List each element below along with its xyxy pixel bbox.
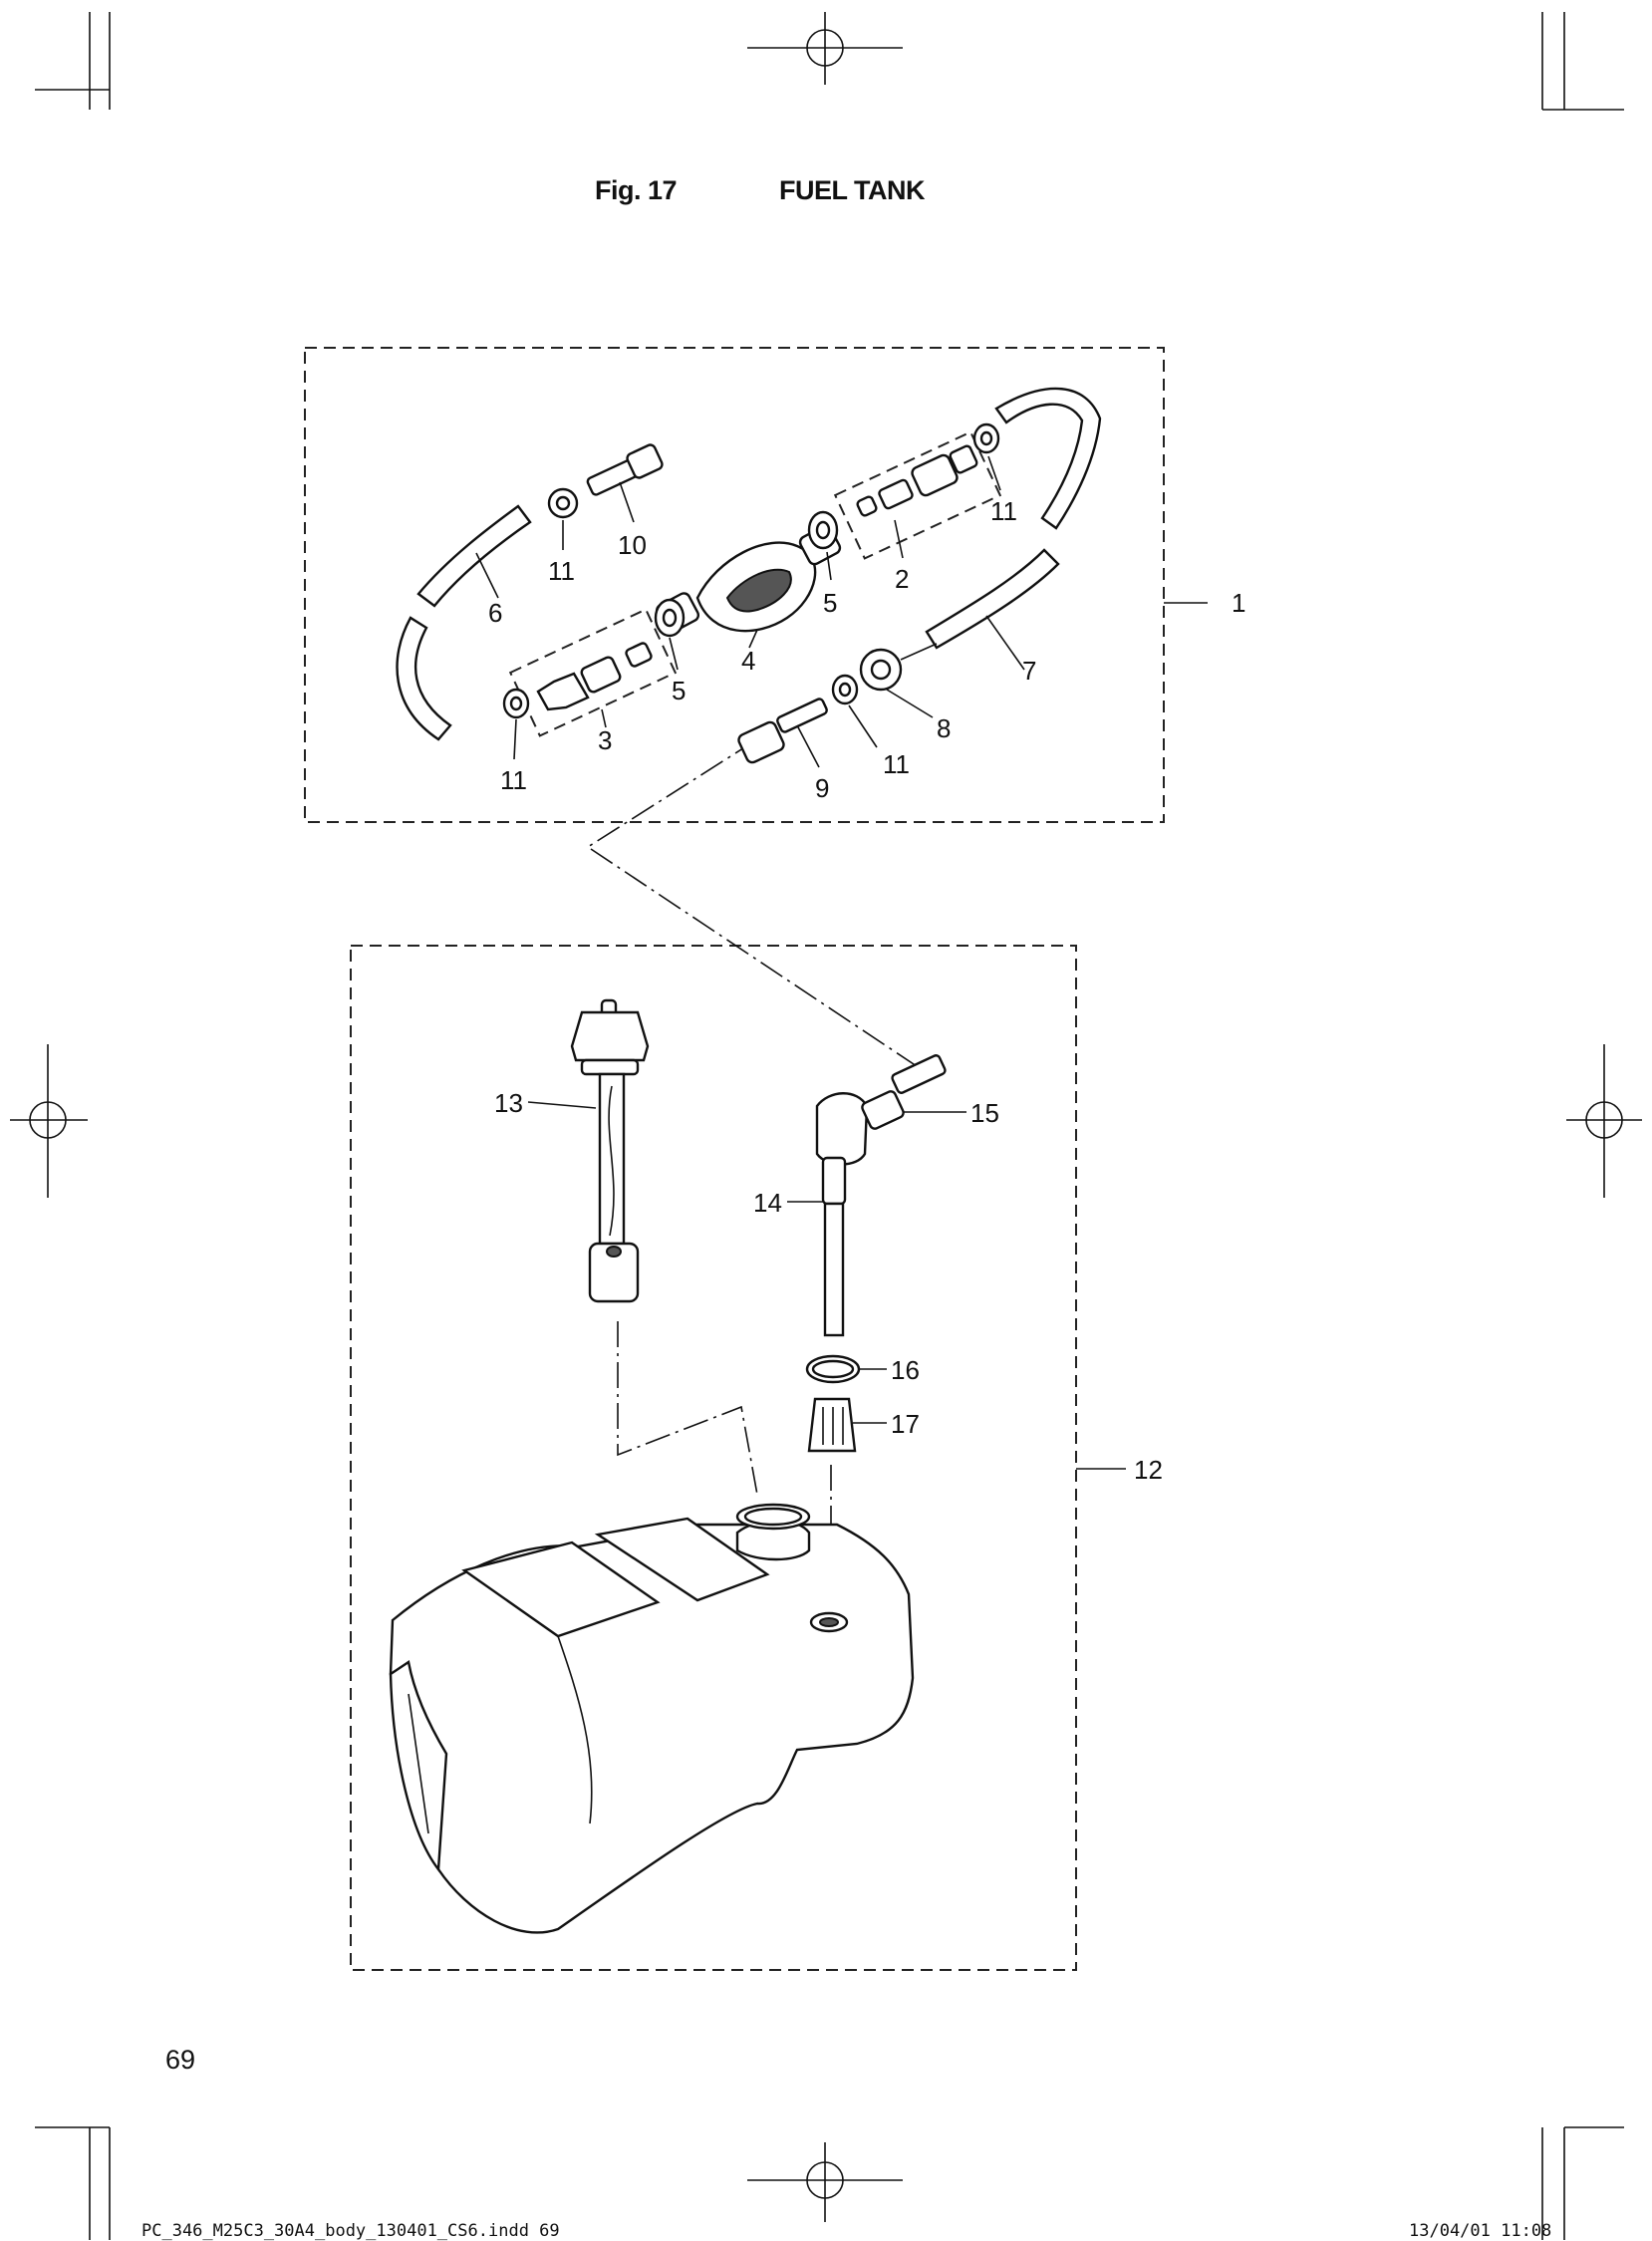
callout-15: 15: [970, 1098, 999, 1128]
hose-assembly-group-box: [304, 347, 1165, 823]
washer-5-left: [654, 598, 686, 638]
hose-6: [416, 504, 532, 608]
callout-10: 10: [618, 530, 647, 560]
fitting-10: [586, 443, 664, 496]
tank-assembly-group-box: [350, 945, 1077, 1971]
callout-17: 17: [891, 1409, 920, 1439]
callout-6: 6: [488, 598, 502, 628]
page-number: 69: [165, 2045, 196, 2075]
pickup-tube-14: [821, 1156, 847, 1337]
footer-filename: PC_346_M25C3_30A4_body_130401_CS6.indd 6…: [141, 2221, 560, 2241]
hose-7-lower: [925, 548, 1060, 650]
callout-11-c: 11: [990, 496, 1017, 526]
connector-2: [856, 444, 978, 517]
registration-crosshair-icon: [1566, 1044, 1642, 1198]
figure-number: Fig. 17: [595, 175, 678, 205]
crop-mark-icon: [35, 2126, 111, 2240]
connection-line: [586, 738, 918, 1067]
callout-14: 14: [753, 1188, 782, 1218]
connector-2-box: [833, 430, 1002, 560]
callout-3: 3: [598, 725, 612, 755]
fitting-9: [737, 698, 828, 764]
nut-11-d: [831, 674, 859, 705]
callout-7: 7: [1022, 656, 1036, 686]
registration-crosshair-icon: [747, 2142, 903, 2222]
connector-3: [536, 642, 653, 711]
callout-13: 13: [494, 1088, 523, 1118]
callout-11-b: 11: [500, 765, 527, 795]
callout-11-d: 11: [883, 749, 910, 779]
callout-9: 9: [815, 773, 829, 803]
elbow-fitting-15: [815, 1054, 947, 1166]
hose-6-lower: [396, 616, 452, 741]
crop-mark-icon: [1541, 2126, 1624, 2240]
crop-mark-icon: [1541, 12, 1624, 111]
callout-4: 4: [741, 646, 755, 676]
registration-crosshair-icon: [747, 12, 903, 85]
o-ring-16: [805, 1354, 861, 1384]
callout-12: 12: [1134, 1455, 1163, 1485]
callout-16: 16: [891, 1355, 920, 1385]
nut-11-c: [972, 422, 1000, 454]
callout-5-left: 5: [672, 676, 686, 705]
callout-5-right: 5: [823, 588, 837, 618]
callout-2: 2: [895, 564, 909, 594]
fuel-gauge-13: [570, 998, 650, 1303]
callout-1: 1: [1232, 588, 1245, 618]
footer-timestamp: 13/04/01 11:08: [1409, 2221, 1552, 2241]
fuel-tank-12: [389, 1503, 915, 1934]
grommet-8: [859, 648, 903, 692]
callout-11-a: 11: [548, 556, 575, 586]
crop-mark-icon: [35, 12, 111, 110]
nut-11-a: [547, 487, 579, 519]
filter-17: [807, 1397, 857, 1453]
figure-title: FUEL TANK: [779, 175, 926, 205]
registration-crosshair-icon: [10, 1044, 88, 1198]
callout-8: 8: [937, 713, 951, 743]
nut-11-b: [502, 688, 530, 719]
gauge-guide-line: [617, 1321, 758, 1496]
hose-7: [994, 387, 1102, 530]
washer-5-right: [807, 510, 839, 550]
